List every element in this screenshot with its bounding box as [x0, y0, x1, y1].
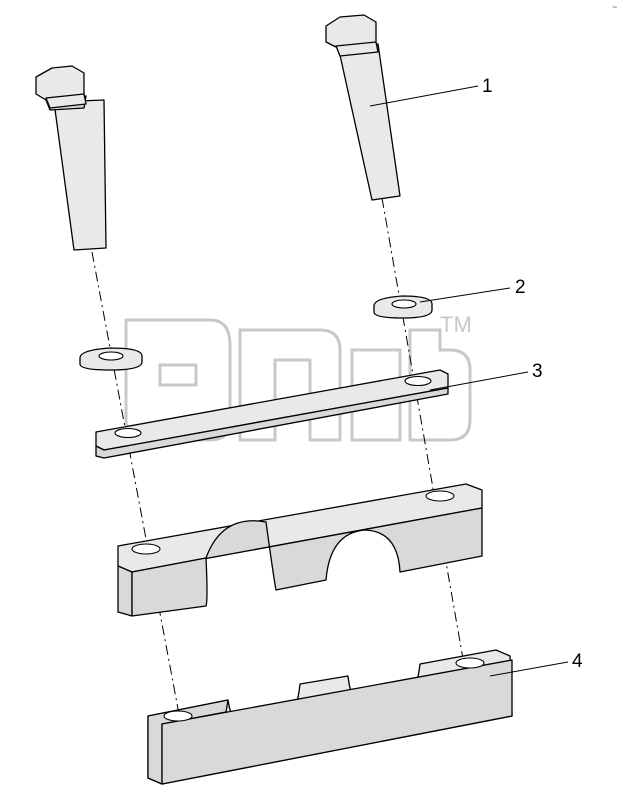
callout-3: 3: [429, 361, 543, 391]
callout-label-4: 4: [572, 651, 583, 672]
callout-4: 4: [489, 651, 583, 677]
watermark-trademark: TM: [440, 312, 472, 337]
callout-label-1: 1: [482, 76, 493, 97]
bolt-left: [35, 65, 107, 251]
corner-mark: ~: [612, 2, 617, 12]
washer-left: [79, 347, 143, 371]
center-lines: [91, 197, 467, 731]
callout-2: 2: [419, 277, 526, 303]
washer-right: [373, 295, 433, 319]
callout-label-2: 2: [515, 277, 526, 298]
cover-plate: [95, 369, 449, 459]
callout-label-3: 3: [532, 361, 543, 382]
callout-1: 1: [369, 76, 493, 107]
bolt-right: [325, 14, 401, 201]
clamp-half-upper: [117, 483, 483, 617]
clamp-half-lower: [147, 649, 513, 785]
